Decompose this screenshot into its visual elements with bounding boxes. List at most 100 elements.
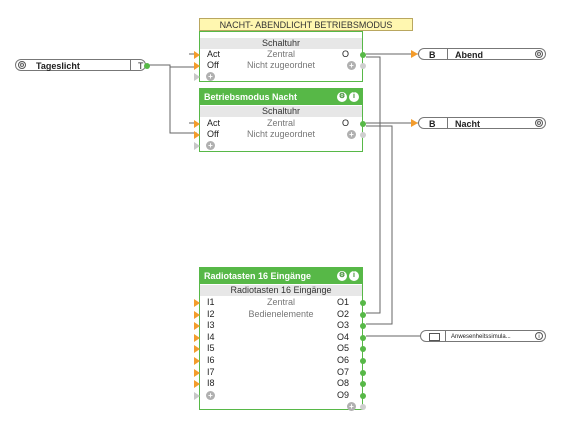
block-row: Act Zentral O: [194, 118, 366, 129]
block-category: Zentral: [266, 49, 295, 59]
radiotasten-block[interactable]: Radiotasten 16 Eingänge ⚙i Radiotasten 1…: [194, 267, 366, 412]
output-connector[interactable]: [360, 323, 366, 330]
input-arrow-icon[interactable]: [194, 345, 200, 354]
block-header[interactable]: Betriebsmodus Nacht ⚙i: [200, 89, 362, 105]
wire-tageslicht-off2: [169, 65, 197, 134]
output-connector[interactable]: [360, 381, 366, 388]
tageslicht-label: Tageslicht: [36, 61, 80, 71]
gear-icon[interactable]: ⚙: [337, 271, 347, 281]
output-label: O2: [336, 308, 349, 319]
input-arrow-icon[interactable]: [194, 299, 200, 307]
abend-output-node[interactable]: B Abend ⚙: [411, 48, 546, 60]
input-arrow-icon[interactable]: [194, 120, 200, 128]
input-off: Off: [207, 129, 219, 139]
info-icon[interactable]: i: [349, 271, 359, 281]
output-connector[interactable]: [360, 52, 366, 58]
input-label: I1: [207, 297, 215, 307]
anwesenheit-output-node[interactable]: Anwesenheitssimula... i: [420, 330, 546, 342]
abend-label: Abend: [455, 50, 483, 60]
output-connector[interactable]: [360, 63, 366, 69]
block-row: +: [194, 140, 362, 151]
input-arrow-icon[interactable]: [194, 357, 200, 365]
gear-icon[interactable]: ⚙: [535, 119, 543, 127]
output-label: O9: [336, 389, 349, 400]
tageslicht-tag: T: [138, 61, 144, 71]
input-arrow-icon[interactable]: [194, 391, 200, 400]
add-input-icon[interactable]: +: [206, 141, 215, 150]
block-subtitle: Radiotasten 16 Eingänge: [200, 285, 362, 296]
tageslicht-input-node[interactable]: ⚙ Tageslicht T: [15, 59, 150, 71]
node-type: B: [429, 50, 436, 60]
output-connector[interactable]: [360, 358, 366, 364]
output-connector[interactable]: [360, 132, 366, 138]
add-input-icon[interactable]: +: [206, 72, 215, 81]
add-input-icon[interactable]: +: [206, 390, 215, 400]
input-label: I3: [207, 320, 215, 331]
input-off: Off: [207, 60, 219, 70]
output-connector[interactable]: [360, 334, 366, 341]
input-arrow-icon: [411, 119, 418, 127]
input-arrow-icon[interactable]: [194, 322, 200, 331]
output-label: O5: [336, 343, 349, 354]
gear-icon[interactable]: ⚙: [18, 61, 26, 69]
input-arrow-icon[interactable]: [194, 368, 200, 377]
input-act: Act: [207, 49, 221, 59]
info-icon[interactable]: i: [349, 92, 359, 102]
block-subtitle: Schaltuhr: [200, 38, 362, 49]
output-connector[interactable]: [360, 404, 366, 411]
wire-o3-act2: [366, 125, 393, 325]
input-label: I8: [207, 378, 215, 389]
output-label: O7: [336, 366, 349, 377]
node-divider: [447, 118, 448, 128]
add-output-icon[interactable]: +: [347, 61, 356, 70]
output-connector[interactable]: [360, 311, 366, 318]
anwesenheit-label: Anwesenheitssimula...: [451, 334, 511, 340]
block-row: I5 O5: [194, 343, 366, 354]
output-connector[interactable]: [144, 63, 150, 69]
nacht-output-node[interactable]: B Nacht ⚙: [411, 117, 546, 129]
input-arrow-icon[interactable]: [194, 131, 200, 139]
nacht-label: Nacht: [455, 119, 481, 129]
input-arrow-icon[interactable]: [194, 73, 200, 81]
output-connector[interactable]: [360, 392, 366, 399]
output-o: O: [341, 49, 349, 59]
output-connector[interactable]: [360, 121, 366, 127]
info-icon[interactable]: i: [535, 332, 543, 340]
output-connector[interactable]: [360, 300, 366, 306]
block-row: +: [200, 401, 366, 412]
block-row: + O9: [194, 389, 366, 401]
output-connector[interactable]: [360, 346, 366, 353]
input-act: Act: [207, 118, 221, 128]
input-arrow-icon[interactable]: [194, 310, 200, 319]
node-divider: [447, 49, 448, 59]
input-label: I5: [207, 343, 215, 354]
input-arrow-icon[interactable]: [194, 142, 200, 150]
block-meta: Zentral: [266, 297, 295, 307]
input-arrow-icon[interactable]: [194, 62, 200, 70]
input-arrow-icon[interactable]: [194, 380, 200, 389]
block-location: Nicht zugeordnet: [246, 60, 316, 70]
block-header[interactable]: Radiotasten 16 Eingänge ⚙i: [200, 268, 362, 284]
output-label: O6: [336, 355, 349, 365]
gear-icon[interactable]: ⚙: [337, 92, 347, 102]
block-row: Off Nicht zugeordnet +: [194, 129, 366, 140]
block-subtitle: Schaltuhr: [200, 106, 362, 117]
node-divider: [445, 331, 446, 341]
input-arrow-icon[interactable]: [194, 333, 200, 342]
add-output-icon[interactable]: +: [347, 130, 356, 139]
gear-icon[interactable]: ⚙: [535, 50, 543, 58]
input-label: I2: [207, 308, 215, 319]
node-type: B: [429, 119, 436, 129]
input-arrow-icon[interactable]: [194, 51, 200, 59]
schaltuhr-block-1[interactable]: Schaltuhr Act Zentral O Off Nicht zugeor…: [194, 31, 366, 82]
betriebsmodus-nacht-block[interactable]: Betriebsmodus Nacht ⚙i Schaltuhr Act Zen…: [194, 88, 366, 152]
output-connector[interactable]: [360, 369, 366, 376]
add-output-icon[interactable]: +: [347, 402, 356, 412]
node-divider: [130, 60, 131, 70]
